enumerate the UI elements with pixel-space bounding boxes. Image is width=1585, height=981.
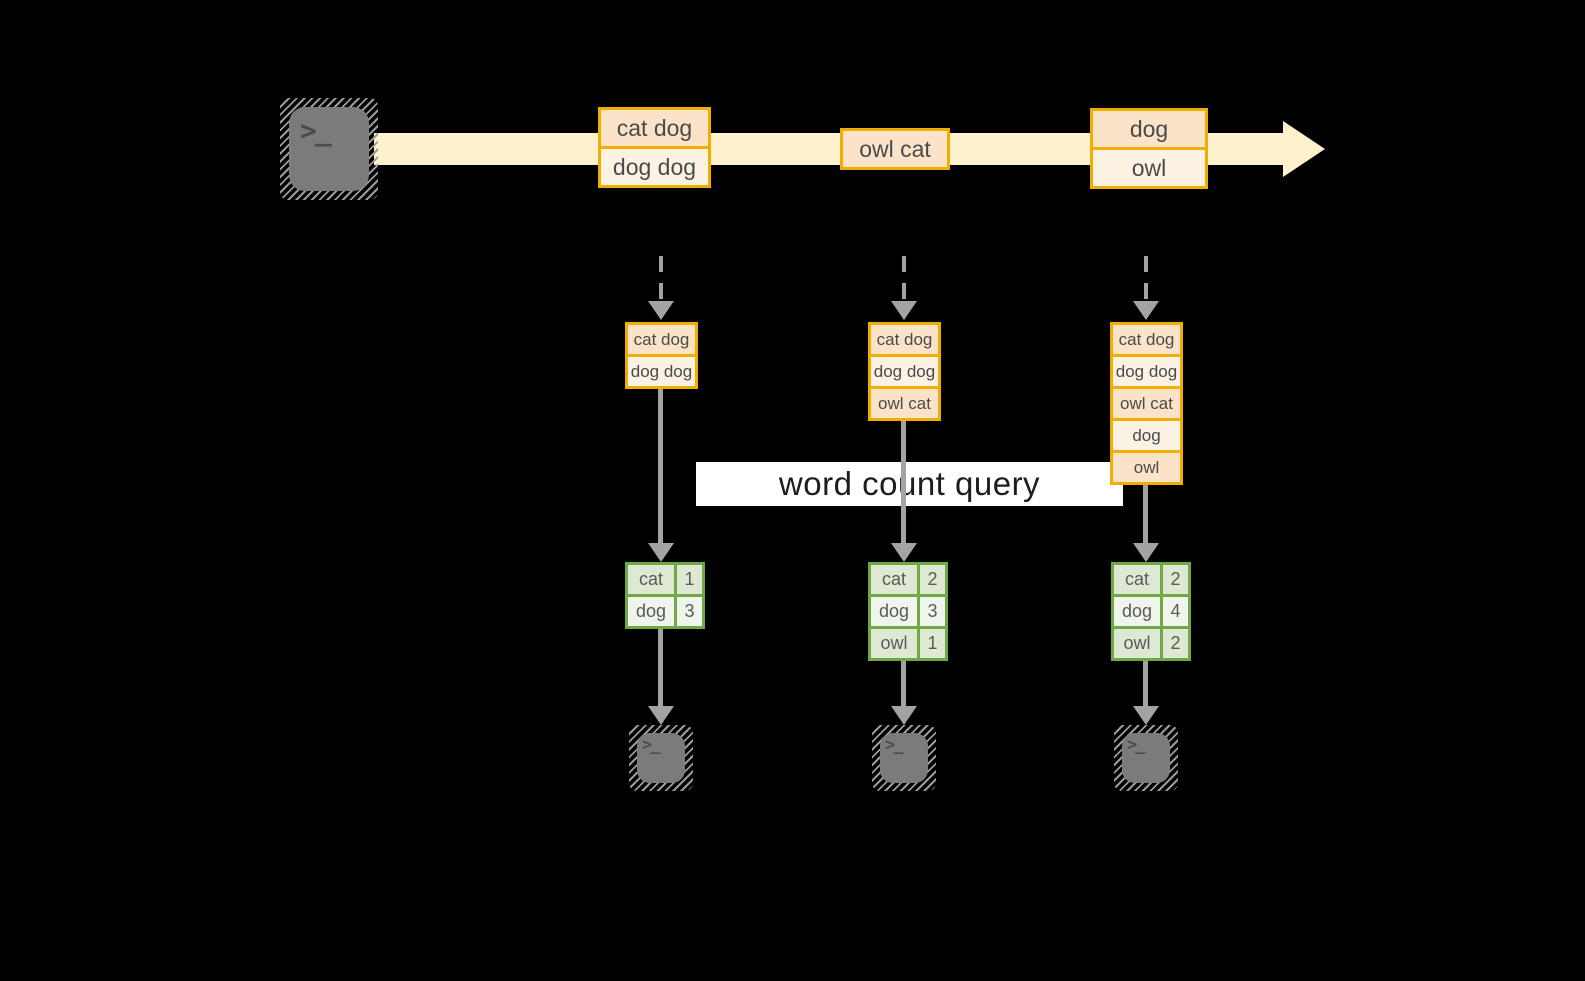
arrowhead-icon <box>648 543 674 562</box>
arrowhead-icon <box>1133 301 1159 320</box>
arrow-line <box>658 389 663 543</box>
arrow-line <box>658 629 663 706</box>
arrowhead-icon <box>891 543 917 562</box>
event-line: owl <box>1093 150 1205 186</box>
terminal-prompt-icon: >_ <box>300 114 332 147</box>
arrowhead-icon <box>891 706 917 725</box>
dashed-arrow-line <box>659 256 663 302</box>
terminal-prompt-icon: >_ <box>642 735 661 755</box>
buffer-line: cat dog <box>871 325 938 354</box>
arrowhead-icon <box>648 706 674 725</box>
buffer-line: dog <box>1113 421 1180 450</box>
arrow-line <box>1143 661 1148 706</box>
arrowhead-icon <box>648 301 674 320</box>
table-cell-count: 2 <box>1163 565 1188 594</box>
buffer-box-3: cat dog dog dog owl cat dog owl <box>1110 322 1183 485</box>
event-line: dog dog <box>601 149 708 185</box>
output-terminal-icon-1: >_ <box>629 725 693 791</box>
table-cell-word: cat <box>628 565 674 594</box>
table-cell-word: dog <box>1114 597 1160 626</box>
table-cell-word: dog <box>628 597 674 626</box>
arrowhead-icon <box>1133 543 1159 562</box>
table-cell-count: 3 <box>677 597 702 626</box>
table-cell-count: 1 <box>920 629 945 658</box>
table-cell-count: 1 <box>677 565 702 594</box>
table-cell-count: 3 <box>920 597 945 626</box>
event-line: cat dog <box>601 110 708 146</box>
word-count-table-2: cat 2 dog 3 owl 1 <box>868 562 948 661</box>
output-terminal-icon-2: >_ <box>872 725 936 791</box>
word-count-table-3: cat 2 dog 4 owl 2 <box>1111 562 1191 661</box>
source-terminal-icon: >_ <box>280 98 378 200</box>
buffer-line: owl <box>1113 453 1180 482</box>
table-cell-count: 2 <box>920 565 945 594</box>
timeline-event-box-1: cat dog dog dog <box>598 107 711 188</box>
buffer-line: cat dog <box>1113 325 1180 354</box>
timeline-event-box-3: dog owl <box>1090 108 1208 189</box>
table-cell-word: owl <box>871 629 917 658</box>
arrow-line <box>1143 485 1148 543</box>
buffer-box-1: cat dog dog dog <box>625 322 698 389</box>
timeline-event-box-2: owl cat <box>840 128 950 170</box>
terminal-body <box>289 107 369 191</box>
terminal-body <box>1122 733 1170 783</box>
event-line: owl cat <box>843 131 947 167</box>
output-terminal-icon-3: >_ <box>1114 725 1178 791</box>
dashed-arrow-line <box>1144 256 1148 302</box>
terminal-body <box>880 733 928 783</box>
buffer-box-2: cat dog dog dog owl cat <box>868 322 941 421</box>
table-cell-word: cat <box>1114 565 1160 594</box>
table-cell-count: 2 <box>1163 629 1188 658</box>
terminal-prompt-icon: >_ <box>1127 735 1146 755</box>
arrowhead-icon <box>891 301 917 320</box>
table-cell-word: dog <box>871 597 917 626</box>
buffer-line: owl cat <box>871 389 938 418</box>
terminal-prompt-icon: >_ <box>885 735 904 755</box>
stream-timeline-arrowhead-icon <box>1283 121 1325 177</box>
word-count-query-label: word count query <box>696 462 1123 506</box>
buffer-line: cat dog <box>628 325 695 354</box>
table-cell-count: 4 <box>1163 597 1188 626</box>
buffer-line: dog dog <box>628 357 695 386</box>
word-count-table-1: cat 1 dog 3 <box>625 562 705 629</box>
arrowhead-icon <box>1133 706 1159 725</box>
buffer-line: owl cat <box>1113 389 1180 418</box>
table-cell-word: owl <box>1114 629 1160 658</box>
event-line: dog <box>1093 111 1205 147</box>
buffer-line: dog dog <box>871 357 938 386</box>
table-cell-word: cat <box>871 565 917 594</box>
arrow-line <box>901 421 906 543</box>
arrow-line <box>901 661 906 706</box>
terminal-body <box>637 733 685 783</box>
dashed-arrow-line <box>902 256 906 302</box>
buffer-line: dog dog <box>1113 357 1180 386</box>
